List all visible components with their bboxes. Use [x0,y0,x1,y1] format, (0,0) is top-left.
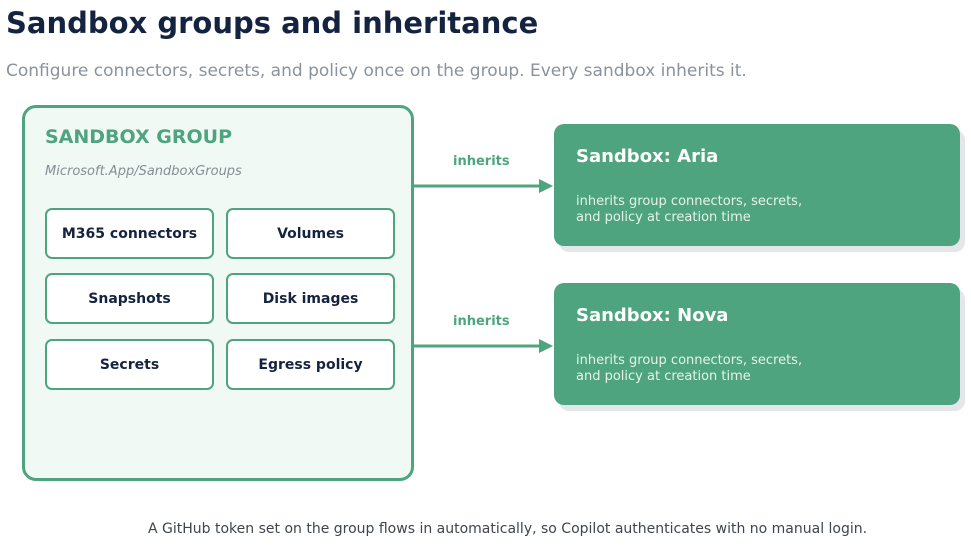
group-item-snapshots: Snapshots [45,273,214,324]
inherits-arrow-aria [411,179,553,193]
arrow-label-nova: inherits [453,314,510,329]
inherits-arrow-nova [411,339,553,353]
page-title: Sandbox groups and inheritance [6,6,539,40]
group-item-egress-policy: Egress policy [226,339,395,390]
sandbox-description: inherits group connectors, secrets, and … [576,353,803,384]
footer-note: A GitHub token set on the group flows in… [148,521,868,537]
group-item-m365-connectors: M365 connectors [45,208,214,259]
group-item-disk-images: Disk images [226,273,395,324]
page-subtitle: Configure connectors, secrets, and polic… [6,61,747,81]
group-item-secrets: Secrets [45,339,214,390]
sandbox-title: Sandbox: Aria [576,146,719,167]
sandbox-card-nova: Sandbox: Nova inherits group connectors,… [554,283,960,405]
sandbox-group-box: SANDBOX GROUP Microsoft.App/SandboxGroup… [22,105,414,481]
group-resource-type: Microsoft.App/SandboxGroups [45,164,242,179]
arrow-label-aria: inherits [453,154,510,169]
group-item-volumes: Volumes [226,208,395,259]
sandbox-description: inherits group connectors, secrets, and … [576,194,803,225]
sandbox-title: Sandbox: Nova [576,305,729,326]
sandbox-card-aria: Sandbox: Aria inherits group connectors,… [554,124,960,246]
group-title: SANDBOX GROUP [45,126,233,148]
